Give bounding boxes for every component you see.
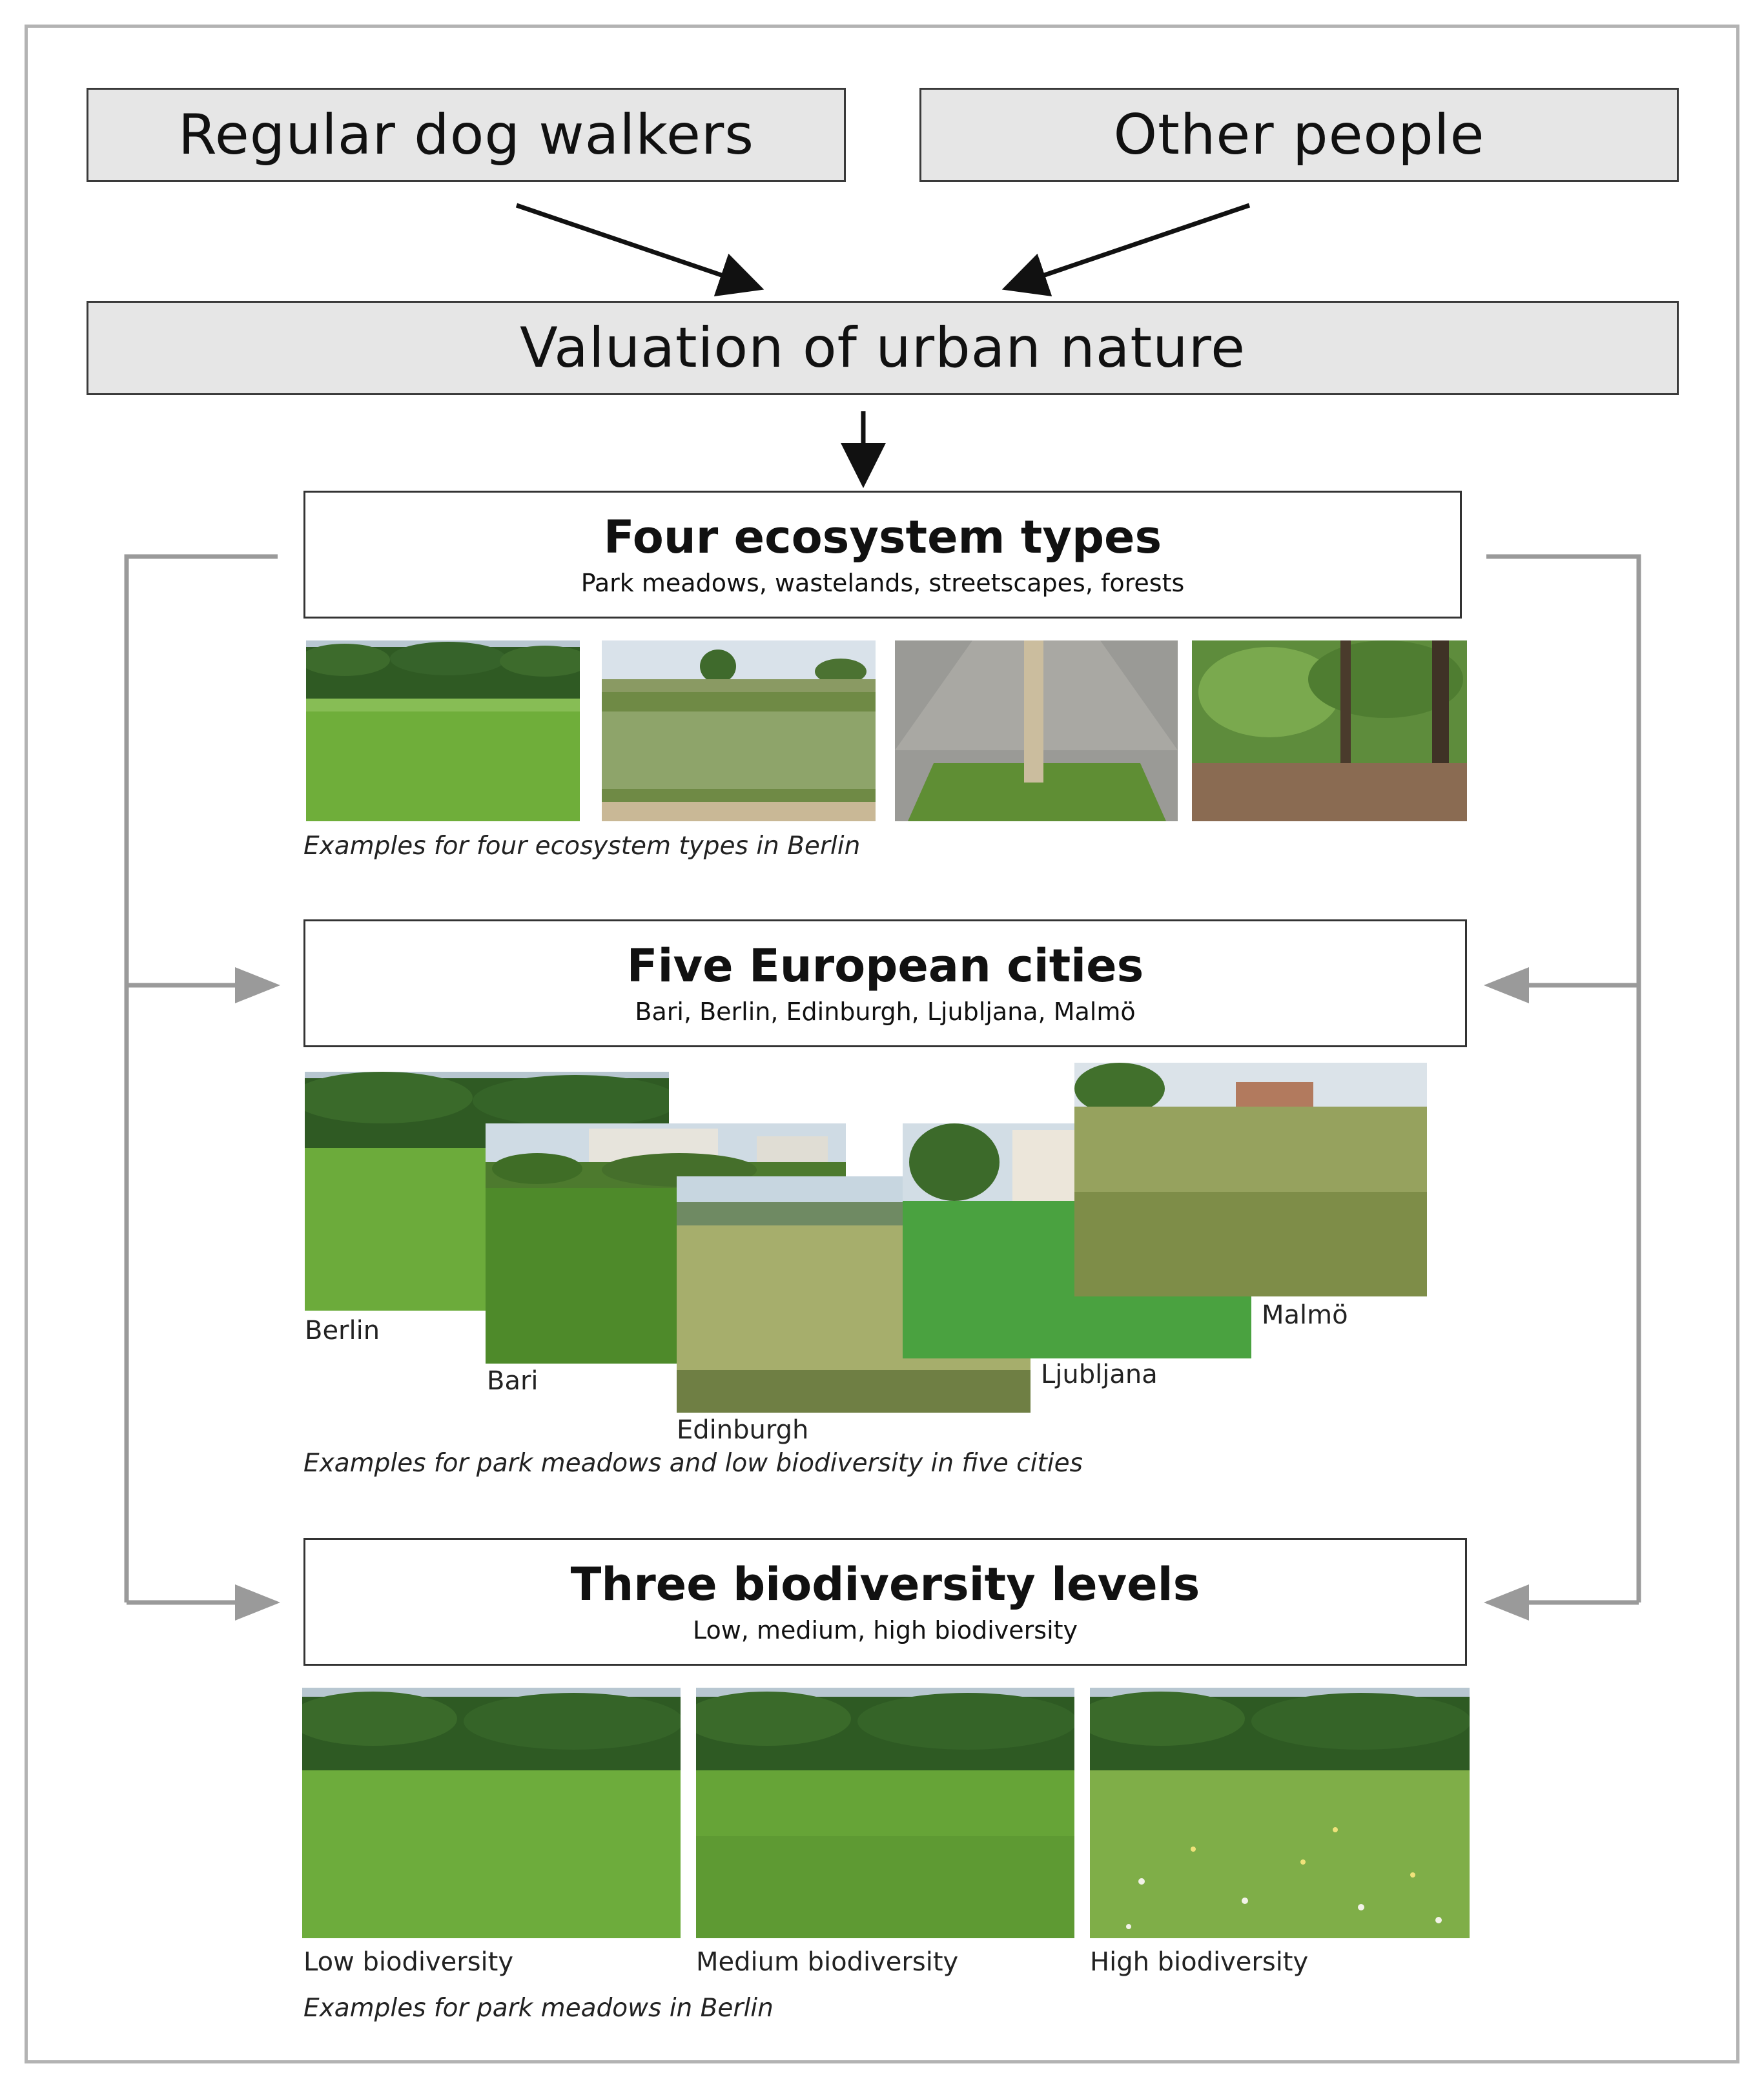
city-label-ljubljana: Ljubljana [1041, 1360, 1158, 1389]
dog-walkers-box: Regular dog walkers [87, 88, 846, 182]
city-label-bari: Bari [487, 1366, 538, 1396]
arrow-other-people [1001, 203, 1251, 297]
forest-photo [1192, 640, 1467, 821]
biodiversity-levels-subtitle: Low, medium, high biodiversity [692, 1615, 1078, 1644]
wasteland-photo [602, 640, 876, 821]
ecosystem-types-box: Four ecosystem types Park meadows, waste… [303, 491, 1462, 619]
left-bracket [124, 554, 278, 1602]
medium-biodiversity-photo [696, 1688, 1074, 1938]
ecosystem-caption: Examples for four ecosystem types in Ber… [303, 832, 861, 861]
biodiversity-caption: Examples for park meadows in Berlin [303, 1994, 774, 2023]
european-cities-box: Five European cities Bari, Berlin, Edinb… [303, 919, 1467, 1047]
streetscape-photo [895, 640, 1178, 821]
other-people-label: Other people [1113, 103, 1485, 167]
low-biodiversity-label: Low biodiversity [303, 1947, 513, 1977]
city-label-berlin: Berlin [305, 1316, 380, 1346]
biodiversity-levels-title: Three biodiversity levels [570, 1557, 1200, 1611]
medium-biodiversity-label: Medium biodiversity [696, 1947, 959, 1977]
high-biodiversity-label: High biodiversity [1090, 1947, 1309, 1977]
cities-caption: Examples for park meadows and low biodiv… [303, 1449, 1083, 1478]
european-cities-subtitle: Bari, Berlin, Edinburgh, Ljubljana, Malm… [635, 997, 1136, 1026]
malmo-photo [1074, 1063, 1427, 1296]
valuation-box: Valuation of urban nature [87, 301, 1679, 395]
city-label-malmo: Malmö [1262, 1300, 1348, 1330]
city-label-edinburgh: Edinburgh [677, 1415, 809, 1445]
figure-frame [25, 25, 1739, 2063]
arrow-dog-walkers [515, 203, 764, 297]
park-meadow-photo [306, 640, 580, 821]
low-biodiversity-photo [302, 1688, 681, 1938]
high-biodiversity-photo [1090, 1688, 1470, 1938]
right-bracket [1486, 554, 1641, 1602]
biodiversity-levels-box: Three biodiversity levels Low, medium, h… [303, 1538, 1467, 1666]
european-cities-title: Five European cities [626, 939, 1144, 992]
other-people-box: Other people [919, 88, 1679, 182]
dog-walkers-label: Regular dog walkers [178, 103, 755, 167]
ecosystem-types-title: Four ecosystem types [603, 510, 1162, 564]
ecosystem-types-subtitle: Park meadows, wastelands, streetscapes, … [580, 568, 1185, 597]
valuation-label: Valuation of urban nature [519, 316, 1246, 380]
